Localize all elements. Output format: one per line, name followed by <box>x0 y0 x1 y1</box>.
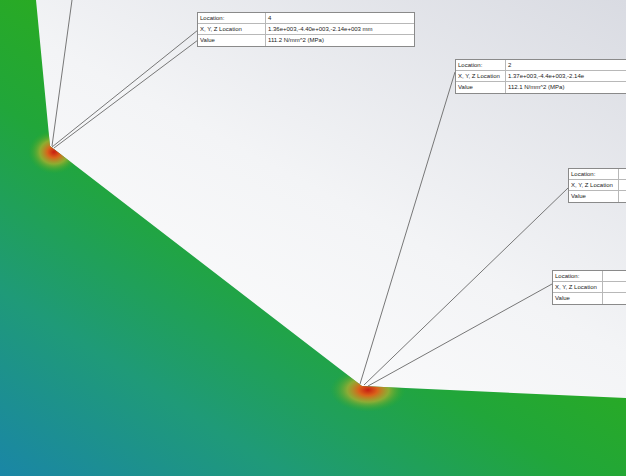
probe-callout: Location:2X, Y, Z Location1.37e+003,-4.4… <box>455 59 626 94</box>
field-label: Value <box>569 191 619 202</box>
field-label: Location: <box>456 60 506 70</box>
probe-callout: Location:4X, Y, Z Location1.36e+003,-4.4… <box>197 12 415 47</box>
callout-row: Location:4 <box>198 13 414 24</box>
field-label: X, Y, Z Location <box>456 71 506 81</box>
probe-callout: Location:X, Y, Z LocationValue <box>568 168 626 203</box>
field-label: Value <box>456 82 506 93</box>
callout-row: X, Y, Z Location1.37e+003,-4.4e+003,-2.1… <box>456 71 626 82</box>
empty-cell <box>619 169 626 179</box>
field-label: Location: <box>569 169 619 179</box>
callout-row: X, Y, Z Location <box>569 180 626 191</box>
field-label: X, Y, Z Location <box>569 180 619 190</box>
field-label: Value <box>553 293 603 304</box>
empty-cell <box>603 271 626 281</box>
empty-cell <box>603 293 626 304</box>
callout-row: Value112.1 N/mm^2 (MPa) <box>456 82 626 93</box>
empty-cell <box>603 282 626 292</box>
field-value: 1.36e+003,-4.40e+003,-2.14e+003 mm <box>266 24 414 34</box>
field-value: 2 <box>506 60 626 70</box>
callout-row: Location: <box>569 169 626 180</box>
field-label: Location: <box>553 271 603 281</box>
field-label: X, Y, Z Location <box>553 282 603 292</box>
callout-row: Value <box>553 293 626 304</box>
field-value: 4 <box>266 13 414 23</box>
field-value: 1.37e+003,-4.4e+003,-2.14e <box>506 71 626 81</box>
probe-callout: Location:X, Y, Z LocationValue <box>552 270 626 305</box>
callout-row: Value <box>569 191 626 202</box>
callout-row: X, Y, Z Location1.36e+003,-4.40e+003,-2.… <box>198 24 414 35</box>
field-label: Location: <box>198 13 266 23</box>
callout-row: Value111.2 N/mm^2 (MPa) <box>198 35 414 46</box>
field-label: Value <box>198 35 266 46</box>
field-value: 111.2 N/mm^2 (MPa) <box>266 35 414 46</box>
callout-row: X, Y, Z Location <box>553 282 626 293</box>
empty-cell <box>619 191 626 202</box>
callout-row: Location:2 <box>456 60 626 71</box>
empty-cell <box>619 180 626 190</box>
field-label: X, Y, Z Location <box>198 24 266 34</box>
callout-row: Location: <box>553 271 626 282</box>
field-value: 112.1 N/mm^2 (MPa) <box>506 82 626 93</box>
